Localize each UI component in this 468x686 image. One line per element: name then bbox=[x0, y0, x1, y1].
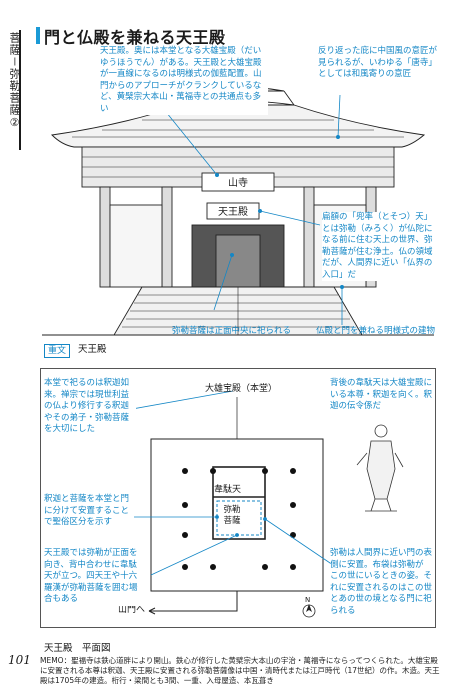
north-arrow-icon bbox=[302, 604, 316, 618]
plan-annotation-left-bottom: 天王殿では弥勒が正面を向き、背中合わせに韋駄天が立つ。四天王や十六羅漢が弥勒菩薩… bbox=[44, 548, 140, 606]
plan-label-main-hall: 大雄宝殿（本堂） bbox=[205, 384, 278, 394]
memo-text: MEMO：聖福寺は鉄心道胖により開山。鉄心が修行した黄檗宗大本山の宇治・萬福寺に… bbox=[40, 656, 440, 685]
floor-plan bbox=[40, 368, 436, 628]
sidebar: 菩薩－弥勒菩薩② bbox=[0, 0, 26, 680]
plan-label-miroku: 弥勒菩薩 bbox=[223, 505, 241, 526]
idaten-figure-icon bbox=[356, 424, 404, 512]
plan-annotation-right-top: 背後の韋駄天は大雄宝殿にいる本尊・釈迦を向く。釈迦の伝令係だ bbox=[330, 378, 434, 413]
page-number: 101 bbox=[8, 653, 31, 667]
plan-annotation-left-top: 本堂で祀るのは釈迦如来。禅宗では現世利益の仏より修行する釈迦やその弟子・弥勒菩薩… bbox=[44, 378, 136, 436]
annotation-top-right: 反り返った庇に中国風の意匠が見られるが、いわゆる「唐寺」としては和風寄りの意匠 bbox=[318, 46, 438, 81]
caption-text: 天王殿 bbox=[78, 344, 107, 355]
annotation-top-left: 天王殿。奥には本堂となる大雄宝殿（だいゆうほうでん）がある。天王殿と大雄宝殿が一… bbox=[100, 46, 268, 115]
floor-plan-drawing bbox=[120, 390, 404, 618]
plan-caption: 天王殿 平面図 bbox=[44, 643, 111, 654]
plaque-hall-text: 天王殿 bbox=[218, 206, 248, 218]
sidebar-rule bbox=[19, 30, 21, 150]
plan-label-gate: 山門へ bbox=[118, 605, 146, 615]
annotation-bottom-left: 弥勒菩薩は正面中央に祀られる bbox=[172, 326, 292, 336]
page-title: 門と仏殿を兼ねる天王殿 bbox=[44, 28, 226, 47]
caption-badge: 重文 bbox=[44, 344, 71, 358]
plan-label-idaten: 韋駄天 bbox=[214, 485, 242, 495]
title-accent-bar bbox=[36, 27, 40, 44]
annotation-right-mid: 扁額の「兜率（とそつ）天」とは弥勒（みろく）が仏陀になる前に住む天上の世界、弥勒… bbox=[322, 212, 438, 281]
annotation-bottom-right: 仏殿と門を兼ねる明様式の建物 bbox=[316, 326, 436, 336]
sidebar-label: 菩薩－弥勒菩薩② bbox=[8, 32, 21, 130]
plaque-top-text: 山寺 bbox=[228, 177, 248, 189]
plan-annotation-right-bottom: 弥勒は人間界に近い門の表側に安置。布袋は弥勒が この世にいるときの姿。それに安置… bbox=[330, 548, 434, 617]
plan-label-north: N bbox=[305, 596, 311, 604]
plan-annotation-left-mid: 釈迦と菩薩を本堂と門に分けて安置することで聖俗区分を示す bbox=[44, 494, 134, 529]
